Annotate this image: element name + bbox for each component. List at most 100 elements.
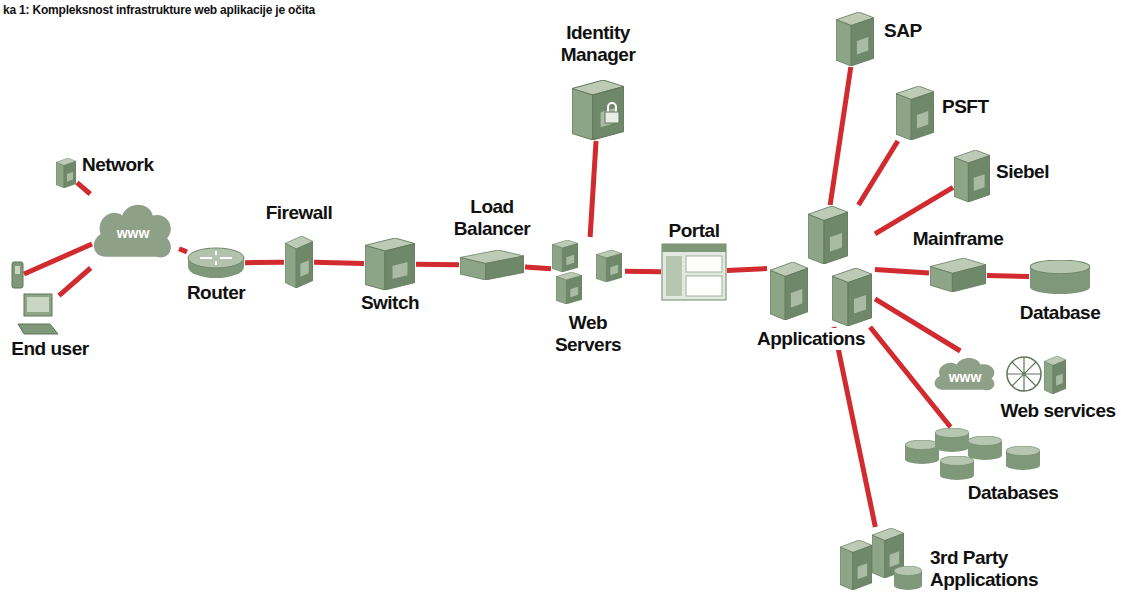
web-service-server bbox=[1044, 356, 1066, 394]
app-server-icon bbox=[832, 268, 872, 326]
sap-node: SAP bbox=[836, 12, 874, 66]
monitor-icon bbox=[24, 294, 52, 316]
applications-node: Applications bbox=[768, 206, 874, 326]
siebel-node: Siebel bbox=[954, 150, 990, 202]
network-device-node: Network bbox=[56, 158, 76, 188]
component-label: PSFT bbox=[940, 96, 991, 118]
component-label: Router bbox=[185, 282, 247, 304]
database-node: Database bbox=[1030, 260, 1090, 294]
component-label: Network bbox=[80, 154, 155, 176]
network-link bbox=[179, 249, 187, 252]
databases-icon bbox=[905, 440, 939, 464]
databases-icon bbox=[935, 428, 969, 452]
databases-icon bbox=[1006, 446, 1040, 470]
network-link bbox=[875, 270, 929, 274]
network-link bbox=[77, 183, 90, 194]
end-user-node: End user bbox=[18, 294, 58, 334]
router-node: Router bbox=[188, 248, 244, 278]
network-link bbox=[858, 141, 897, 205]
sap-server-icon bbox=[836, 12, 874, 66]
component-label: Database bbox=[1018, 302, 1103, 324]
load-balancer-icon bbox=[460, 250, 524, 280]
network-link bbox=[525, 267, 551, 269]
phone-icon bbox=[12, 262, 23, 288]
databases-icon bbox=[940, 456, 974, 480]
network-link bbox=[875, 299, 960, 351]
component-label: Firewall bbox=[264, 202, 335, 224]
web-server-icon bbox=[556, 272, 582, 304]
phone-link bbox=[24, 244, 92, 274]
third-party-db bbox=[894, 566, 922, 590]
web-globe bbox=[1007, 357, 1041, 391]
switch-icon bbox=[365, 238, 415, 290]
lock-body bbox=[605, 112, 619, 123]
firewall-node: Firewall bbox=[285, 236, 313, 288]
psft-server-icon bbox=[896, 86, 934, 140]
network-link bbox=[59, 268, 91, 296]
network-link bbox=[875, 187, 953, 233]
web-services-node: wwwWeb services bbox=[930, 352, 1066, 396]
cloud-text: www bbox=[115, 222, 152, 244]
figure-caption: ka 1: Kompleksnost infrastrukture web ap… bbox=[3, 3, 315, 17]
component-label: Web Servers bbox=[546, 312, 630, 356]
phone-screen bbox=[15, 266, 20, 274]
component-label: Databases bbox=[966, 482, 1061, 504]
database-icon bbox=[1030, 260, 1090, 294]
component-label: Siebel bbox=[994, 161, 1051, 183]
third-party-apps-node: 3rd Party Applications bbox=[840, 528, 924, 590]
web-globe-spokes bbox=[1007, 357, 1041, 391]
pda-icon bbox=[56, 158, 76, 188]
identity-manager-node: Identity Manager bbox=[572, 80, 624, 140]
component-label: Portal bbox=[667, 220, 722, 242]
cloud-text: www bbox=[947, 366, 984, 388]
third-party-server bbox=[840, 540, 872, 590]
network-link bbox=[245, 260, 284, 265]
component-label: SAP bbox=[882, 20, 924, 42]
component-label: Web services bbox=[998, 400, 1117, 422]
component-label: 3rd Party Applications bbox=[928, 547, 1042, 591]
component-label: End user bbox=[9, 338, 90, 360]
mainframe-icon bbox=[930, 258, 986, 292]
monitor-screen bbox=[27, 297, 49, 312]
network-link bbox=[314, 262, 364, 263]
identity-server-icon bbox=[572, 80, 624, 140]
router-arrows bbox=[200, 251, 232, 265]
firewall-icon bbox=[285, 236, 313, 288]
app-server-icon bbox=[770, 262, 808, 320]
web-cloud bbox=[935, 358, 995, 390]
network-link bbox=[870, 327, 950, 427]
web-servers-node: Web Servers bbox=[552, 238, 624, 304]
component-label: Load Balancer bbox=[445, 196, 539, 240]
web-server-icon bbox=[596, 250, 622, 282]
portal-sidebar bbox=[666, 256, 682, 296]
portal-titlebar bbox=[662, 244, 726, 252]
network-link bbox=[987, 273, 1029, 279]
internet-cloud-node: www bbox=[88, 195, 178, 267]
siebel-server-icon bbox=[954, 150, 990, 202]
network-link bbox=[830, 67, 851, 205]
portal-pane bbox=[686, 276, 722, 296]
component-label: Mainframe bbox=[911, 228, 1006, 250]
databases-node: Databases bbox=[905, 428, 1041, 482]
mainframe-node: Mainframe bbox=[930, 258, 986, 292]
app-server-icon bbox=[808, 206, 848, 264]
switch-node: Switch bbox=[365, 238, 415, 290]
network-link bbox=[625, 269, 661, 274]
router-top bbox=[188, 248, 244, 268]
network-link bbox=[416, 262, 459, 267]
network-link bbox=[834, 327, 876, 527]
load-balancer-node: Load Balancer bbox=[460, 250, 524, 280]
component-label: Identity Manager bbox=[546, 22, 650, 66]
web-server-icon bbox=[552, 240, 578, 272]
psft-node: PSFT bbox=[896, 86, 934, 140]
portal-window bbox=[662, 244, 726, 300]
internet-cloud bbox=[94, 205, 171, 258]
portal-node: Portal bbox=[662, 244, 726, 300]
portal-pane bbox=[686, 256, 722, 272]
component-label: Switch bbox=[359, 292, 421, 314]
component-label: Applications bbox=[755, 328, 867, 350]
network-link bbox=[727, 269, 767, 271]
